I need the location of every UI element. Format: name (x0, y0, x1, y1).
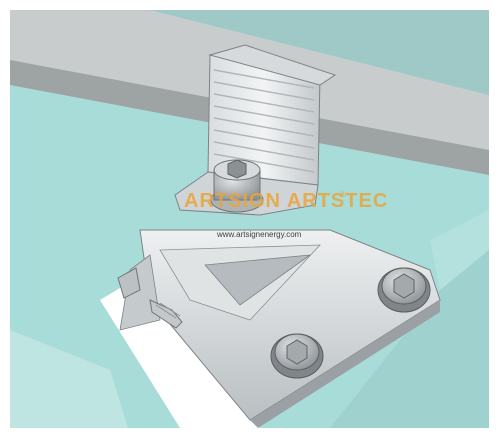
panel-glass-right (150, 10, 489, 95)
brand-name: ARTSIGN ARTSTEC (184, 190, 389, 212)
clamp-slot (204, 254, 312, 306)
center-bolt-icon (210, 159, 264, 213)
lower-bolt-icon (270, 333, 324, 379)
registered-mark: ® (340, 190, 346, 199)
side-screw-left-icon (117, 267, 141, 299)
roof-right-panel (330, 240, 489, 428)
brand-url: www.artsignenergy.com (217, 230, 302, 239)
clamp-base-side-right (250, 300, 440, 428)
brand-watermark: ARTSIGN ARTSTEC ® www.artsignenergy.com (184, 190, 387, 240)
z-bracket-grooves (213, 69, 315, 173)
roof-valley-left (10, 330, 128, 428)
side-screw-icon (149, 299, 183, 329)
z-bracket-top-lip (208, 44, 337, 86)
roof-rib-right (430, 210, 489, 290)
right-bolt-icon (377, 267, 431, 313)
